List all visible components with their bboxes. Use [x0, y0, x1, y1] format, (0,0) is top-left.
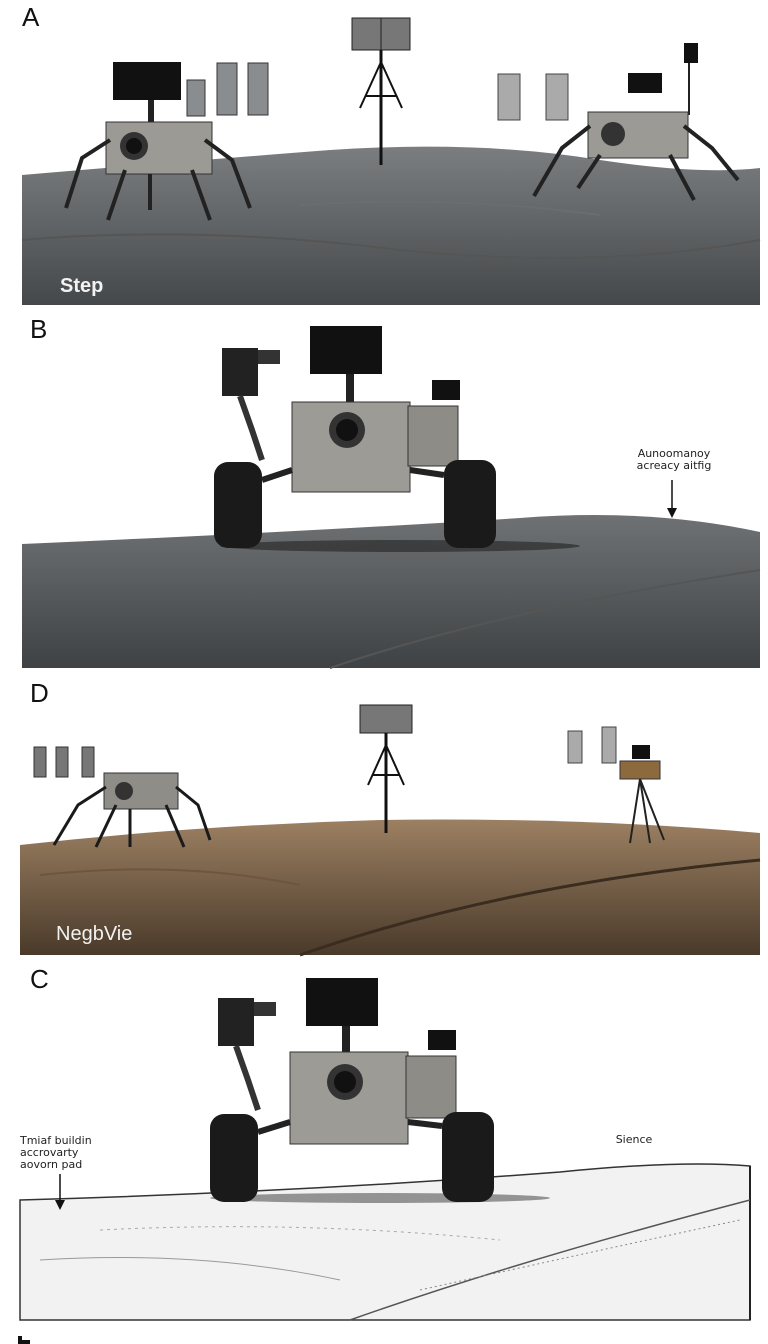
panel-c-annotation-right: Sience — [615, 1133, 653, 1146]
panel-d-scene — [20, 704, 761, 957]
panel-a-scene — [21, 17, 761, 305]
annotation-line-2: acreacy aitfig — [636, 459, 712, 472]
annotation-line-3: aovorn pad — [20, 1158, 83, 1171]
lander-left — [33, 746, 212, 848]
panel-c-annotation-left: Tmiaf buildin accrovarty aovorn pad — [20, 1135, 120, 1171]
panel-c-letter: C — [30, 964, 49, 994]
panel-a-letter: A — [22, 2, 40, 32]
corner-mark-icon — [18, 1336, 30, 1344]
lander-right — [497, 43, 740, 201]
panel-b-letter: B — [30, 314, 48, 344]
panel-d: NegbVie — [0, 675, 768, 960]
panel-d-letter: D — [30, 678, 49, 708]
annotation-arrow — [667, 480, 677, 518]
panel-c: Tmiaf buildin accrovarty aovorn pad Sien… — [0, 960, 768, 1336]
terrain — [20, 819, 760, 955]
annotation-line-1: Aunoomanoy — [637, 447, 711, 460]
rover — [214, 326, 496, 548]
panel-b: Aunoomanoy acreacy aitfig — [0, 310, 768, 675]
terrain — [22, 146, 760, 305]
lander-left — [64, 62, 269, 221]
annotation-arrow — [55, 1174, 65, 1210]
panel-c-scene — [19, 978, 751, 1321]
lander-right — [567, 726, 665, 844]
terrain — [22, 515, 760, 668]
antenna-mast — [351, 17, 411, 165]
annotation-line-1: Tmiaf buildin — [20, 1134, 92, 1147]
panel-a: Step — [0, 0, 768, 310]
antenna-mast — [359, 704, 413, 833]
panel-d-label: NegbVie — [56, 923, 133, 945]
annotation-line-2: accrovarty — [20, 1146, 79, 1159]
terrain — [19, 1163, 751, 1321]
rover — [210, 978, 494, 1202]
panel-b-annotation: Aunoomanoy acreacy aitfig — [620, 448, 728, 472]
panel-b-scene — [22, 326, 761, 669]
panel-a-label: Step — [60, 275, 104, 297]
